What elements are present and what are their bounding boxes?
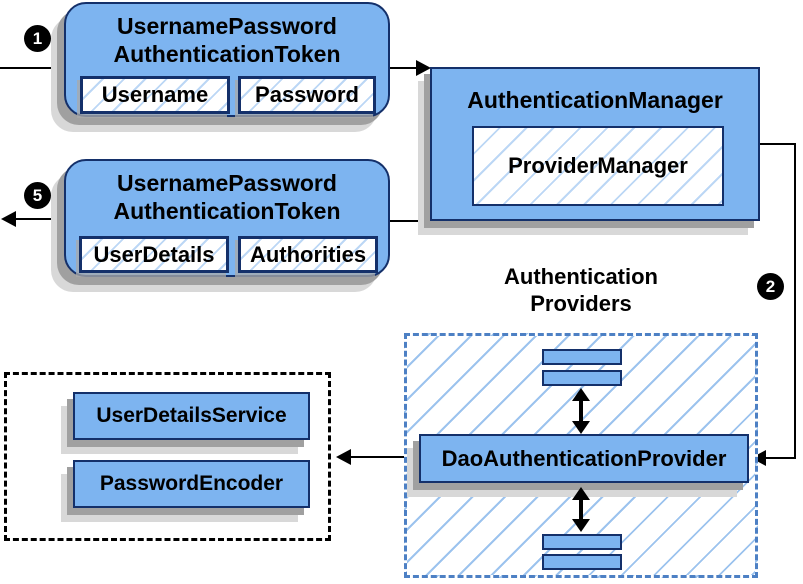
authentication-manager-box: AuthenticationManager ProviderManager <box>430 67 760 221</box>
manager-to-result-line <box>390 220 430 222</box>
username-field-box: Username <box>80 76 230 114</box>
result-token-title-line1: UsernamePassword <box>117 170 337 196</box>
providers-heading-line1: Authentication <box>504 264 658 289</box>
result-token-title: UsernamePassword AuthenticationToken <box>66 169 388 225</box>
arrowhead-right-icon <box>416 60 431 76</box>
double-arrow-icon <box>572 388 590 434</box>
dao-authentication-provider-box: DaoAuthenticationProvider <box>419 434 749 483</box>
result-out-line <box>13 218 64 220</box>
result-token-box: UsernamePassword AuthenticationToken Use… <box>64 159 390 277</box>
providers-heading: Authentication Providers <box>451 263 711 317</box>
manager-elbow-bottom-line <box>766 457 796 459</box>
arrowhead-left-icon <box>1 211 16 227</box>
arrowhead-up-icon <box>572 388 590 401</box>
step-1-badge: 1 <box>24 25 51 52</box>
request-token-title-line2: AuthenticationToken <box>113 41 341 67</box>
userdetails-field-box: UserDetails <box>79 236 229 273</box>
authorities-field-box: Authorities <box>238 236 378 273</box>
arrowhead-left-icon <box>336 449 351 465</box>
provider-to-services-line <box>350 456 419 458</box>
password-field-box: Password <box>238 76 376 114</box>
providers-heading-line2: Providers <box>530 291 632 316</box>
result-token-title-line2: AuthenticationToken <box>113 198 341 224</box>
provider-stack-top-rect-1 <box>542 349 622 365</box>
arrowhead-down-icon <box>572 421 590 434</box>
step-2-badge: 2 <box>757 273 784 300</box>
provider-stack-top-rect-2 <box>542 370 622 386</box>
double-arrow-icon <box>572 487 590 532</box>
double-arrow-line <box>579 401 583 421</box>
token1-to-manager-line <box>390 67 417 69</box>
provider-stack-bottom-rect-2 <box>542 554 622 570</box>
password-encoder-box: PasswordEncoder <box>73 460 310 508</box>
double-arrow-line <box>579 500 583 519</box>
request-token-title-line1: UsernamePassword <box>117 13 337 39</box>
user-details-service-box: UserDetailsService <box>73 392 310 440</box>
authentication-manager-title: AuthenticationManager <box>467 87 723 113</box>
provider-stack-bottom-rect-1 <box>542 534 622 550</box>
request-in-line <box>0 67 64 69</box>
request-token-title: UsernamePassword AuthenticationToken <box>66 12 388 68</box>
arrowhead-up-icon <box>572 487 590 500</box>
manager-elbow-vertical-line <box>794 143 796 459</box>
step-5-badge: 5 <box>24 182 51 209</box>
provider-manager-box: ProviderManager <box>472 126 724 206</box>
manager-elbow-top-line <box>760 143 796 145</box>
arrowhead-down-icon <box>572 519 590 532</box>
request-token-box: UsernamePassword AuthenticationToken Use… <box>64 2 390 117</box>
